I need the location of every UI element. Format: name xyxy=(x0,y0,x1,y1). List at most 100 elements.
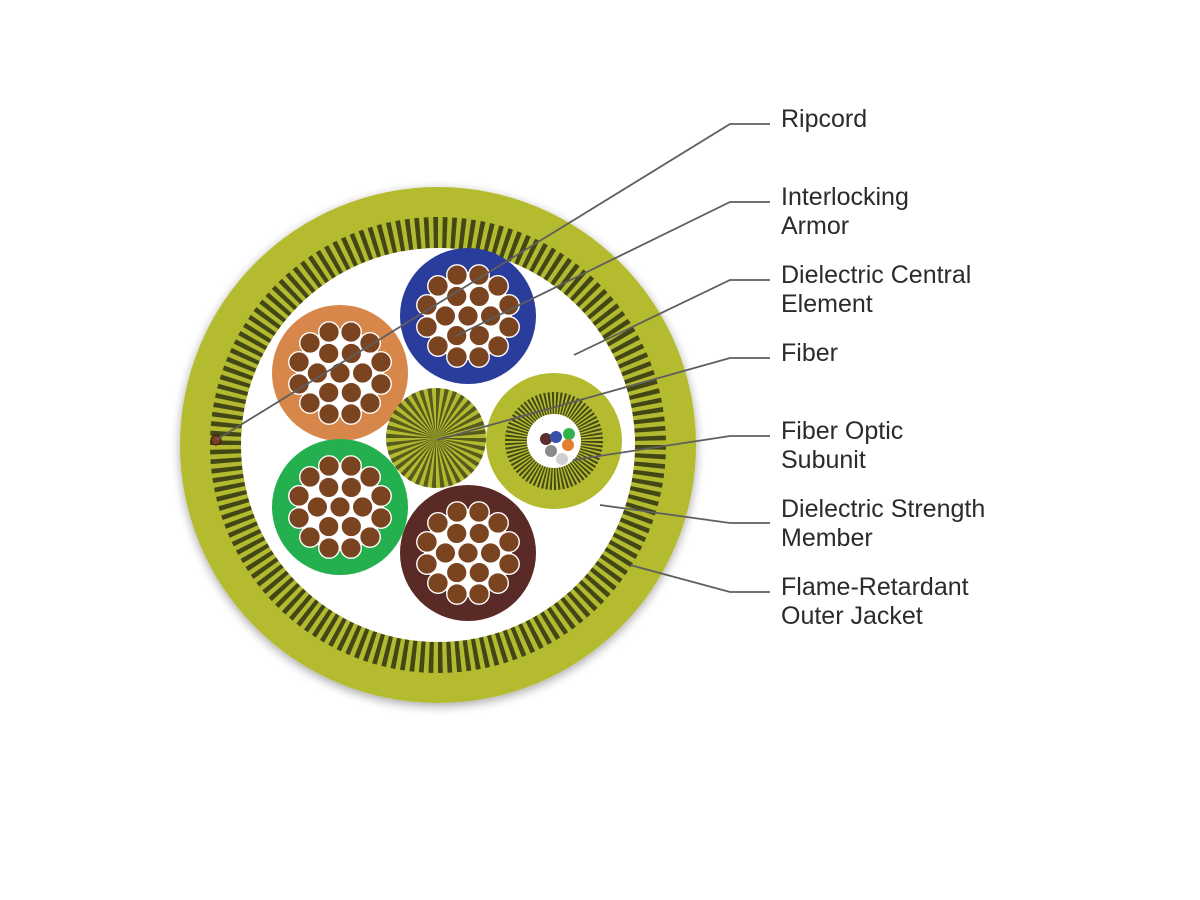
leader-dielectric-central-element xyxy=(573,279,770,356)
leader-flame-retardant-outer-jacket xyxy=(629,564,770,593)
copper-strand xyxy=(457,542,480,565)
copper-strand xyxy=(339,536,362,559)
copper-strand xyxy=(339,455,362,478)
copper-strand xyxy=(288,485,311,508)
fiber-strand xyxy=(550,431,562,443)
copper-strand xyxy=(467,501,490,524)
copper-strand xyxy=(416,531,439,554)
copper-strand xyxy=(299,391,322,414)
copper-strand xyxy=(445,522,468,545)
copper-strand xyxy=(369,506,392,529)
copper-strand xyxy=(434,542,457,565)
copper-strand xyxy=(416,552,439,575)
copper-strand xyxy=(351,362,374,385)
label-dielectric-strength-member: Dielectric Strength Member xyxy=(781,495,985,553)
conductor-blue xyxy=(400,248,536,384)
copper-strand xyxy=(497,315,520,338)
copper-strand xyxy=(340,476,363,499)
label-fiber-optic-subunit-line-2: Subunit xyxy=(781,446,866,474)
copper-strand xyxy=(445,561,468,584)
label-ripcord: Ripcord xyxy=(781,105,867,134)
copper-strand xyxy=(340,342,363,365)
copper-strand xyxy=(340,381,363,404)
copper-strand xyxy=(486,275,509,298)
copper-strand xyxy=(486,334,509,357)
copper-strand xyxy=(358,391,381,414)
copper-strand xyxy=(369,485,392,508)
label-dielectric-central-element-line-1: Dielectric Central xyxy=(781,261,972,289)
copper-strand xyxy=(288,506,311,529)
copper-strand xyxy=(306,496,329,519)
label-flame-retardant-outer-jacket: Flame-Retardant Outer Jacket xyxy=(781,573,969,631)
copper-strand xyxy=(416,294,439,317)
copper-strand xyxy=(299,466,322,489)
copper-strand xyxy=(445,285,468,308)
cable-group xyxy=(180,187,696,703)
label-flame-retardant-outer-jacket-line-1: Flame-Retardant xyxy=(781,573,969,601)
copper-strand xyxy=(468,561,491,584)
leader-ripcord xyxy=(215,123,770,441)
copper-strand xyxy=(479,542,502,565)
copper-strand xyxy=(358,466,381,489)
copper-strand xyxy=(318,455,341,478)
copper-strand xyxy=(318,536,341,559)
copper-strand xyxy=(317,515,340,538)
fiber-strand xyxy=(545,445,557,457)
label-fiber-optic-subunit-line-1: Fiber Optic xyxy=(781,417,904,445)
label-fiber-optic-subunit: Fiber Optic Subunit xyxy=(781,417,903,475)
leader-fiber xyxy=(436,357,770,441)
copper-strand xyxy=(446,264,469,287)
interlocking-armor xyxy=(210,217,666,673)
label-fiber-line-1: Fiber xyxy=(781,339,838,367)
copper-strand xyxy=(427,571,450,594)
label-flame-retardant-outer-jacket-line-2: Outer Jacket xyxy=(781,602,923,630)
copper-strand xyxy=(318,321,341,344)
label-dielectric-central-element: Dielectric Central Element xyxy=(781,261,971,319)
fiber-strand xyxy=(556,453,568,465)
copper-strand xyxy=(299,332,322,355)
label-ripcord-line-1: Ripcord xyxy=(781,105,868,133)
fiber-strand xyxy=(540,433,552,445)
copper-strand xyxy=(486,571,509,594)
copper-strand xyxy=(288,351,311,374)
copper-strand xyxy=(369,351,392,374)
copper-strand xyxy=(318,402,341,425)
copper-strand xyxy=(467,582,490,605)
copper-strand xyxy=(427,275,450,298)
label-dielectric-strength-member-line-1: Dielectric Strength xyxy=(781,495,986,523)
label-fiber: Fiber xyxy=(781,339,838,368)
copper-strand xyxy=(467,264,490,287)
leader-lines xyxy=(215,123,770,593)
copper-strand xyxy=(467,345,490,368)
copper-strand xyxy=(317,342,340,365)
copper-strand xyxy=(446,501,469,524)
copper-strand xyxy=(446,582,469,605)
copper-strand xyxy=(351,496,374,519)
fiber-strand xyxy=(563,428,575,440)
copper-strand xyxy=(434,305,457,328)
copper-strand xyxy=(468,285,491,308)
leader-dielectric-strength-member xyxy=(599,504,770,524)
label-dielectric-strength-member-line-2: Member xyxy=(781,524,873,552)
copper-strand xyxy=(329,362,352,385)
label-interlocking-armor-line-2: Armor xyxy=(781,212,850,240)
copper-strand xyxy=(486,512,509,535)
conductor-green xyxy=(272,439,408,575)
copper-strand xyxy=(329,496,352,519)
copper-strand xyxy=(497,552,520,575)
conductor-orange xyxy=(272,305,408,441)
copper-strand xyxy=(317,476,340,499)
copper-strand xyxy=(427,512,450,535)
leader-interlocking-armor xyxy=(455,201,770,337)
copper-strand xyxy=(497,531,520,554)
copper-strand xyxy=(427,334,450,357)
copper-strand xyxy=(358,525,381,548)
copper-strand xyxy=(497,294,520,317)
copper-strand xyxy=(416,315,439,338)
copper-strand xyxy=(339,321,362,344)
copper-strand xyxy=(446,345,469,368)
label-dielectric-central-element-line-2: Element xyxy=(781,290,873,318)
leader-fiber-optic-subunit xyxy=(572,435,770,461)
copper-strand xyxy=(306,362,329,385)
